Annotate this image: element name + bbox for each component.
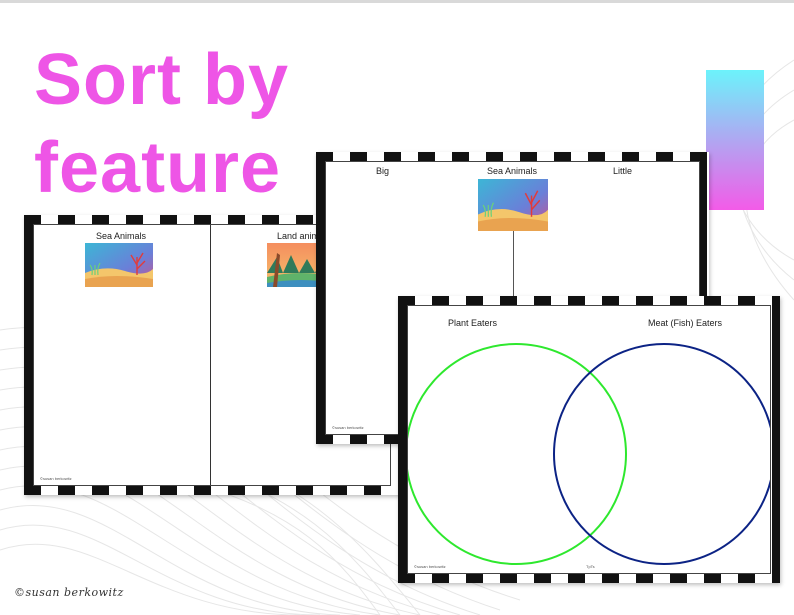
venn-footer-center: TpTs bbox=[586, 564, 595, 569]
venn-footer-left: ©susan berkowitz bbox=[414, 564, 446, 569]
meat-eaters-circle bbox=[553, 343, 770, 565]
meat-eaters-label: Meat (Fish) Eaters bbox=[648, 318, 723, 328]
big-little-footer: ©susan berkowitz bbox=[332, 425, 364, 430]
plant-eaters-circle bbox=[408, 343, 627, 565]
big-header: Big bbox=[376, 166, 390, 176]
center-connector-line bbox=[513, 231, 514, 303]
plant-eaters-label: Plant Eaters bbox=[448, 318, 498, 328]
t-chart-footer: ©susan berkowitz bbox=[40, 476, 72, 481]
t-chart-right-header: Land anim bbox=[277, 231, 320, 241]
venn-worksheet: Plant Eaters Meat (Fish) Eaters ©susan b… bbox=[398, 296, 780, 583]
top-divider bbox=[0, 0, 794, 3]
gradient-accent-bar bbox=[706, 70, 764, 210]
sea-animals-header: Sea Animals bbox=[487, 166, 538, 176]
t-chart-left-header: Sea Animals bbox=[96, 231, 147, 241]
sea-scene-picture bbox=[85, 243, 153, 287]
t-chart-divider bbox=[210, 225, 211, 485]
sea-scene-picture bbox=[478, 179, 548, 231]
page-title: Sort by feature bbox=[34, 40, 290, 208]
author-credit: ©susan berkowitz bbox=[14, 586, 124, 599]
venn-diagram bbox=[408, 343, 770, 565]
little-header: Little bbox=[613, 166, 633, 176]
land-scene-picture bbox=[267, 243, 335, 287]
